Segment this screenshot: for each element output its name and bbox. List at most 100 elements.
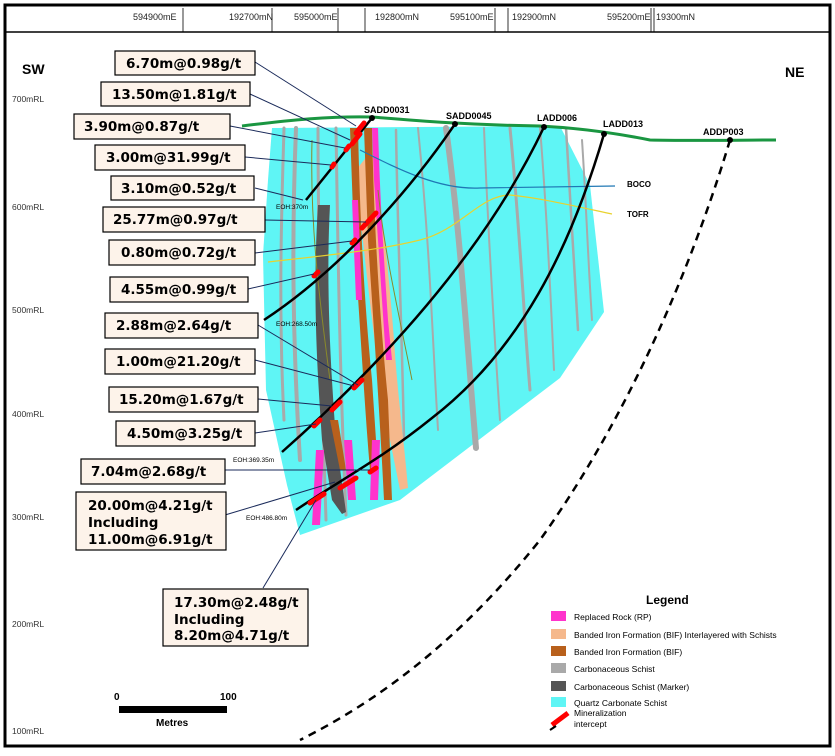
legend-swatch <box>551 629 566 639</box>
drillhole-label: SADD0031 <box>364 105 410 115</box>
intercept-text: 8.20m@4.71g/t <box>174 628 290 644</box>
elevation-label: 200mRL <box>12 619 44 629</box>
intercept-text: 6.70m@0.98g/t <box>126 56 242 72</box>
legend-intercept-symbol <box>550 711 570 727</box>
intercept-callout: 20.00m@4.21g/t Including 11.00m@6.91g/t <box>75 491 227 551</box>
intercept-text: 7.04m@2.68g/t <box>91 464 207 480</box>
legend: Legend Replaced Rock (RP) Banded Iron Fo… <box>540 588 790 736</box>
intercept-callout: 17.30m@2.48g/t Including 8.20m@4.71g/t <box>162 588 309 647</box>
elevation-label: 100mRL <box>12 726 44 736</box>
easting-label: 595000mE <box>294 12 338 22</box>
intercept-text: 1.00m@21.20g/t <box>116 354 241 370</box>
intercept-callout: 3.00m@31.99g/t <box>94 144 246 171</box>
intercept-text: 0.80m@0.72g/t <box>121 245 237 261</box>
intercept-callouts: 6.70m@0.98g/t 13.50m@1.81g/t 3.90m@0.87g… <box>73 50 309 647</box>
intercept-text: 20.00m@4.21g/t <box>88 498 213 514</box>
legend-label: Banded Iron Formation (BIF) Interlayered… <box>574 630 777 640</box>
intercept-text: 11.00m@6.91g/t <box>88 532 213 548</box>
intercept-callout: 15.20m@1.67g/t <box>108 386 259 413</box>
scale-bar-block <box>119 706 227 713</box>
mineralization-intercept <box>337 475 359 491</box>
legend-label: Mineralization intercept <box>574 708 629 729</box>
mineralization-intercept <box>307 491 327 506</box>
boco-label: BOCO <box>627 180 651 189</box>
tofr-label: TOFR <box>627 210 649 219</box>
intercept-callout: 4.55m@0.99g/t <box>109 276 249 303</box>
intercept-text: 3.10m@0.52g/t <box>121 181 237 197</box>
drillhole-collars <box>369 115 733 143</box>
intercept-text: 15.20m@1.67g/t <box>119 392 244 408</box>
northing-label: 192900mN <box>512 12 556 22</box>
elevation-axis: 700mRL 600mRL 500mRL 400mRL 300mRL 200mR… <box>12 94 44 736</box>
northing-label: 19300mN <box>656 12 695 22</box>
intercept-text: 2.88m@2.64g/t <box>116 318 232 334</box>
mineralization-intercept <box>349 131 363 147</box>
scale-min: 0 <box>114 692 120 703</box>
drillhole-label: LADD006 <box>537 113 577 123</box>
drillhole-label: LADD013 <box>603 119 643 129</box>
scale-max: 100 <box>220 692 237 703</box>
mineralization-intercept <box>311 269 321 279</box>
intercept-callout: 2.88m@2.64g/t <box>104 312 259 339</box>
drillhole-label: SADD0045 <box>446 111 492 121</box>
legend-label: Carbonaceous Schist (Marker) <box>574 682 689 692</box>
easting-label: 595200mE <box>607 12 651 22</box>
intercept-text: 3.00m@31.99g/t <box>106 150 231 166</box>
eoh-label: EOH:369.35m <box>233 457 274 464</box>
tofr-horizon <box>267 194 613 263</box>
elevation-label: 700mRL <box>12 94 44 104</box>
mineralization-intercepts <box>307 120 379 506</box>
elevation-label: 500mRL <box>12 305 44 315</box>
northing-label: 192800mN <box>375 12 419 22</box>
drillhole-trace-ladd006 <box>281 126 546 453</box>
drillhole-trace-ladd013 <box>295 133 606 512</box>
intercept-text: 13.50m@1.81g/t <box>112 87 237 103</box>
intercept-text: 4.50m@3.25g/t <box>127 426 243 442</box>
boco-horizon <box>359 149 616 189</box>
intercept-callout: 3.10m@0.52g/t <box>110 175 255 201</box>
northing-label: 192700mN <box>229 12 273 22</box>
easting-label: 595100mE <box>450 12 494 22</box>
eoh-label: EOH:268.50m <box>276 321 317 328</box>
leader-lines <box>224 61 370 589</box>
legend-swatch <box>551 697 566 707</box>
legend-item: Banded Iron Formation (BIF) Interlayered… <box>551 629 777 640</box>
legend-item: Carbonaceous Schist <box>551 663 655 674</box>
carbonaceous-schist-layers <box>279 125 593 522</box>
legend-item: Mineralization intercept <box>549 708 629 731</box>
mineralization-intercept <box>343 143 352 153</box>
eoh-label: EOH:486.80m <box>246 515 287 522</box>
easting-label: 594900mE <box>133 12 177 22</box>
legend-item: Quartz Carbonate Schist <box>551 697 668 708</box>
orientation-ne: NE <box>785 64 804 80</box>
mineralization-intercept <box>359 210 379 231</box>
mineralization-intercept <box>349 237 358 246</box>
drillhole-trace-sadd0045 <box>263 123 457 322</box>
mineralization-intercept <box>311 417 323 429</box>
orientation-sw: SW <box>22 61 45 77</box>
intercept-text: Including <box>88 515 158 531</box>
top-axis: 594900mE 192700mN 595000mE 192800mN 5951… <box>133 8 695 32</box>
mineralization-intercept <box>329 161 337 170</box>
drillhole-traces <box>263 117 606 512</box>
legend-item: Carbonaceous Schist (Marker) <box>551 681 689 692</box>
legend-swatch <box>551 611 566 621</box>
intercept-text: 3.90m@0.87g/t <box>84 119 200 135</box>
intercept-callout: 4.50m@3.25g/t <box>115 420 256 447</box>
intercept-callout: 0.80m@0.72g/t <box>108 239 256 266</box>
intercept-callout: 7.04m@2.68g/t <box>80 458 226 485</box>
intercept-callout: 13.50m@1.81g/t <box>100 81 251 107</box>
legend-item: Replaced Rock (RP) <box>551 611 652 622</box>
intercept-callout: 25.77m@0.97g/t <box>102 206 266 233</box>
scale-bar: 0 100 Metres <box>114 692 237 729</box>
legend-item: Banded Iron Formation (BIF) <box>551 646 682 657</box>
drillhole-label: ADDP003 <box>703 127 744 137</box>
legend-swatch <box>551 646 566 656</box>
intercept-callout: 6.70m@0.98g/t <box>114 50 256 76</box>
legend-title: Legend <box>646 593 689 607</box>
drillhole-trace-addp003 <box>299 139 732 742</box>
eoh-label: EOH:370m <box>276 204 308 211</box>
drillhole-trace-sadd0031 <box>305 117 373 201</box>
intercept-text: Including <box>174 612 244 628</box>
legend-swatch <box>551 663 566 673</box>
